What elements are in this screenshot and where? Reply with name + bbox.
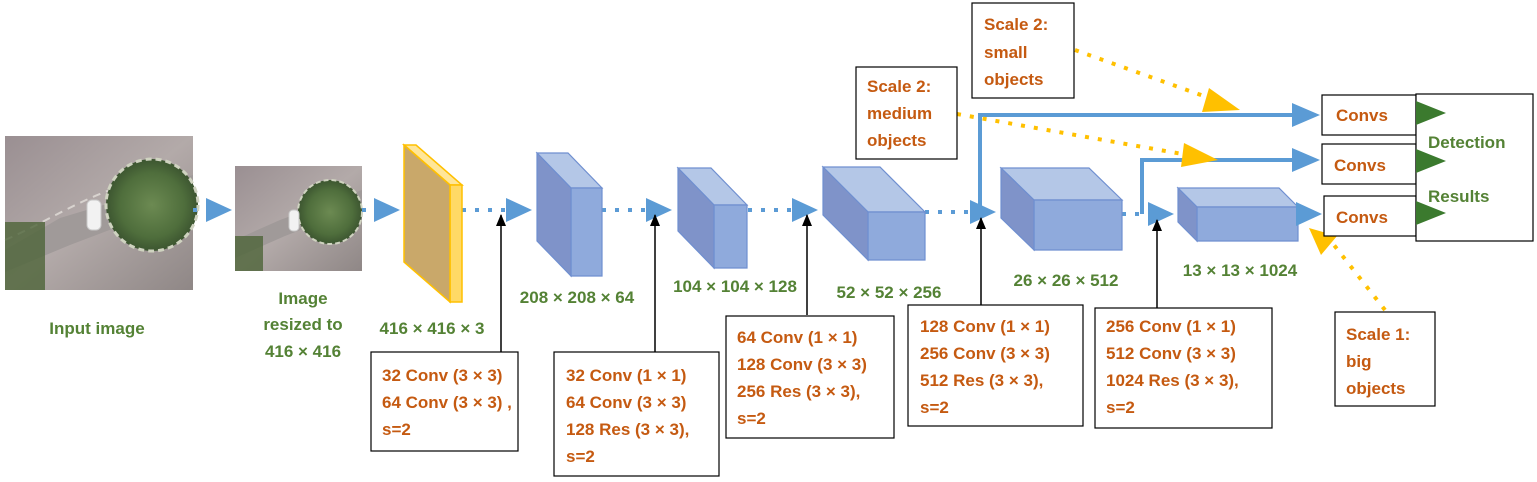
- branch-arrowhead-bottom: [1296, 202, 1322, 226]
- op-box-2: [553, 351, 720, 477]
- op-box-3: [725, 315, 895, 439]
- head-triangle-1: [1416, 101, 1446, 125]
- scale-arrowhead-small: [1202, 88, 1240, 112]
- arrowhead-1: [206, 198, 232, 222]
- branch-arrowhead-top: [1292, 103, 1320, 127]
- head-1-label: Convs: [1336, 106, 1388, 125]
- head-3-label: Convs: [1336, 208, 1388, 227]
- head-triangle-2: [1416, 149, 1446, 173]
- arrowhead-4: [646, 198, 672, 222]
- layer-4-dims: 52 × 52 × 256: [837, 283, 942, 302]
- op-2-line-2: 64 Conv (3 × 3): [566, 393, 686, 412]
- op-pointer-arrowheads: [496, 214, 1162, 231]
- op-4-line-1: 128 Conv (1 × 1): [920, 317, 1050, 336]
- layer-6-dims: 13 × 13 × 1024: [1183, 261, 1298, 280]
- layer-block-2: [535, 151, 604, 278]
- layer-block-4: [821, 165, 927, 262]
- op-1-line-3: s=2: [382, 420, 411, 439]
- scale-arrow-medium: [956, 112, 1189, 157]
- op-1-line-1: 32 Conv (3 × 3): [382, 366, 502, 385]
- op-pointer-lines: [500, 215, 1158, 360]
- op-3-line-4: s=2: [737, 409, 766, 428]
- branch-arrowhead-middle: [1292, 148, 1320, 172]
- op-box-borders: [370, 304, 1273, 477]
- layer-block-5: [999, 166, 1124, 252]
- arrowhead-5: [792, 198, 818, 222]
- op-4-line-2: 256 Conv (3 × 3): [920, 344, 1050, 363]
- layer-2-dims: 208 × 208 × 64: [520, 288, 635, 307]
- layer-1-dims: 416 × 416 × 3: [380, 319, 485, 338]
- arrowhead-7: [1148, 202, 1174, 226]
- branch-middle: [1140, 158, 1300, 214]
- arrowhead-6: [970, 200, 996, 224]
- branch-arrowheads: [1292, 103, 1322, 226]
- scale-box-medium: [855, 66, 958, 160]
- scale-small-line-2: small: [984, 43, 1027, 62]
- input-image-label: Input image: [49, 319, 144, 338]
- scale-arrows: [956, 48, 1387, 312]
- scale-medium-line-1: Scale 2:: [867, 77, 931, 96]
- scale-big-line-1: Scale 1:: [1346, 325, 1410, 344]
- scale-arrow-big: [1328, 238, 1387, 312]
- input-image: [4, 136, 200, 290]
- op-box-1: [370, 351, 519, 452]
- pipeline-arrowheads: [206, 198, 1174, 226]
- op-5-line-1: 256 Conv (1 × 1): [1106, 317, 1236, 336]
- head-output-triangles: [1416, 101, 1446, 225]
- scale-box-big: [1334, 311, 1436, 407]
- op-3-line-2: 128 Conv (3 × 3): [737, 355, 867, 374]
- op-1-line-2: 64 Conv (3 × 3) ,: [382, 393, 512, 412]
- head-2-label: Convs: [1334, 156, 1386, 175]
- op-3-line-3: 256 Res (3 × 3),: [737, 382, 860, 401]
- layer-block-6: [1176, 186, 1300, 243]
- scale-box-borders: [855, 2, 1436, 407]
- scale-box-small: [971, 2, 1075, 99]
- scale-medium-line-3: objects: [867, 131, 927, 150]
- arrowhead-3: [506, 198, 532, 222]
- op-5-line-2: 512 Conv (3 × 3): [1106, 344, 1236, 363]
- scale-arrowhead-medium: [1181, 143, 1218, 167]
- scale-small-line-1: Scale 2:: [984, 15, 1048, 34]
- resized-label-line-3: 416 × 416: [265, 342, 341, 361]
- resized-label-line-1: Image: [278, 289, 327, 308]
- op-box-4: [907, 304, 1084, 427]
- head-triangle-3: [1416, 201, 1446, 225]
- op-2-line-1: 32 Conv (1 × 1): [566, 366, 686, 385]
- op-4-line-3: 512 Res (3 × 3),: [920, 371, 1043, 390]
- detection-line-1: Detection: [1428, 133, 1505, 152]
- layer-block-3: [676, 166, 749, 270]
- op-2-line-3: 128 Res (3 × 3),: [566, 420, 689, 439]
- scale-small-line-3: objects: [984, 70, 1044, 89]
- layer-block-1: [401, 143, 465, 304]
- head-box-2: [1321, 143, 1417, 185]
- op-5-line-4: s=2: [1106, 398, 1135, 417]
- op-3-line-1: 64 Conv (1 × 1): [737, 328, 857, 347]
- op-box-5: [1094, 307, 1273, 429]
- detection-line-2: Results: [1428, 187, 1489, 206]
- op-4-line-4: s=2: [920, 398, 949, 417]
- scale-big-line-3: objects: [1346, 379, 1406, 398]
- op-5-line-3: 1024 Res (3 × 3),: [1106, 371, 1239, 390]
- scale-arrow-small: [1074, 48, 1216, 102]
- layer-3-dims: 104 × 104 × 128: [673, 277, 797, 296]
- resized-image: [235, 166, 363, 271]
- layer-5-dims: 26 × 26 × 512: [1014, 271, 1119, 290]
- head-box-3: [1323, 195, 1417, 237]
- op-2-line-4: s=2: [566, 447, 595, 466]
- resized-label-line-2: resized to: [263, 315, 342, 334]
- arrowhead-2: [374, 198, 400, 222]
- scale-big-line-2: big: [1346, 352, 1372, 371]
- scale-medium-line-2: medium: [867, 104, 932, 123]
- branch-top: [978, 113, 1300, 212]
